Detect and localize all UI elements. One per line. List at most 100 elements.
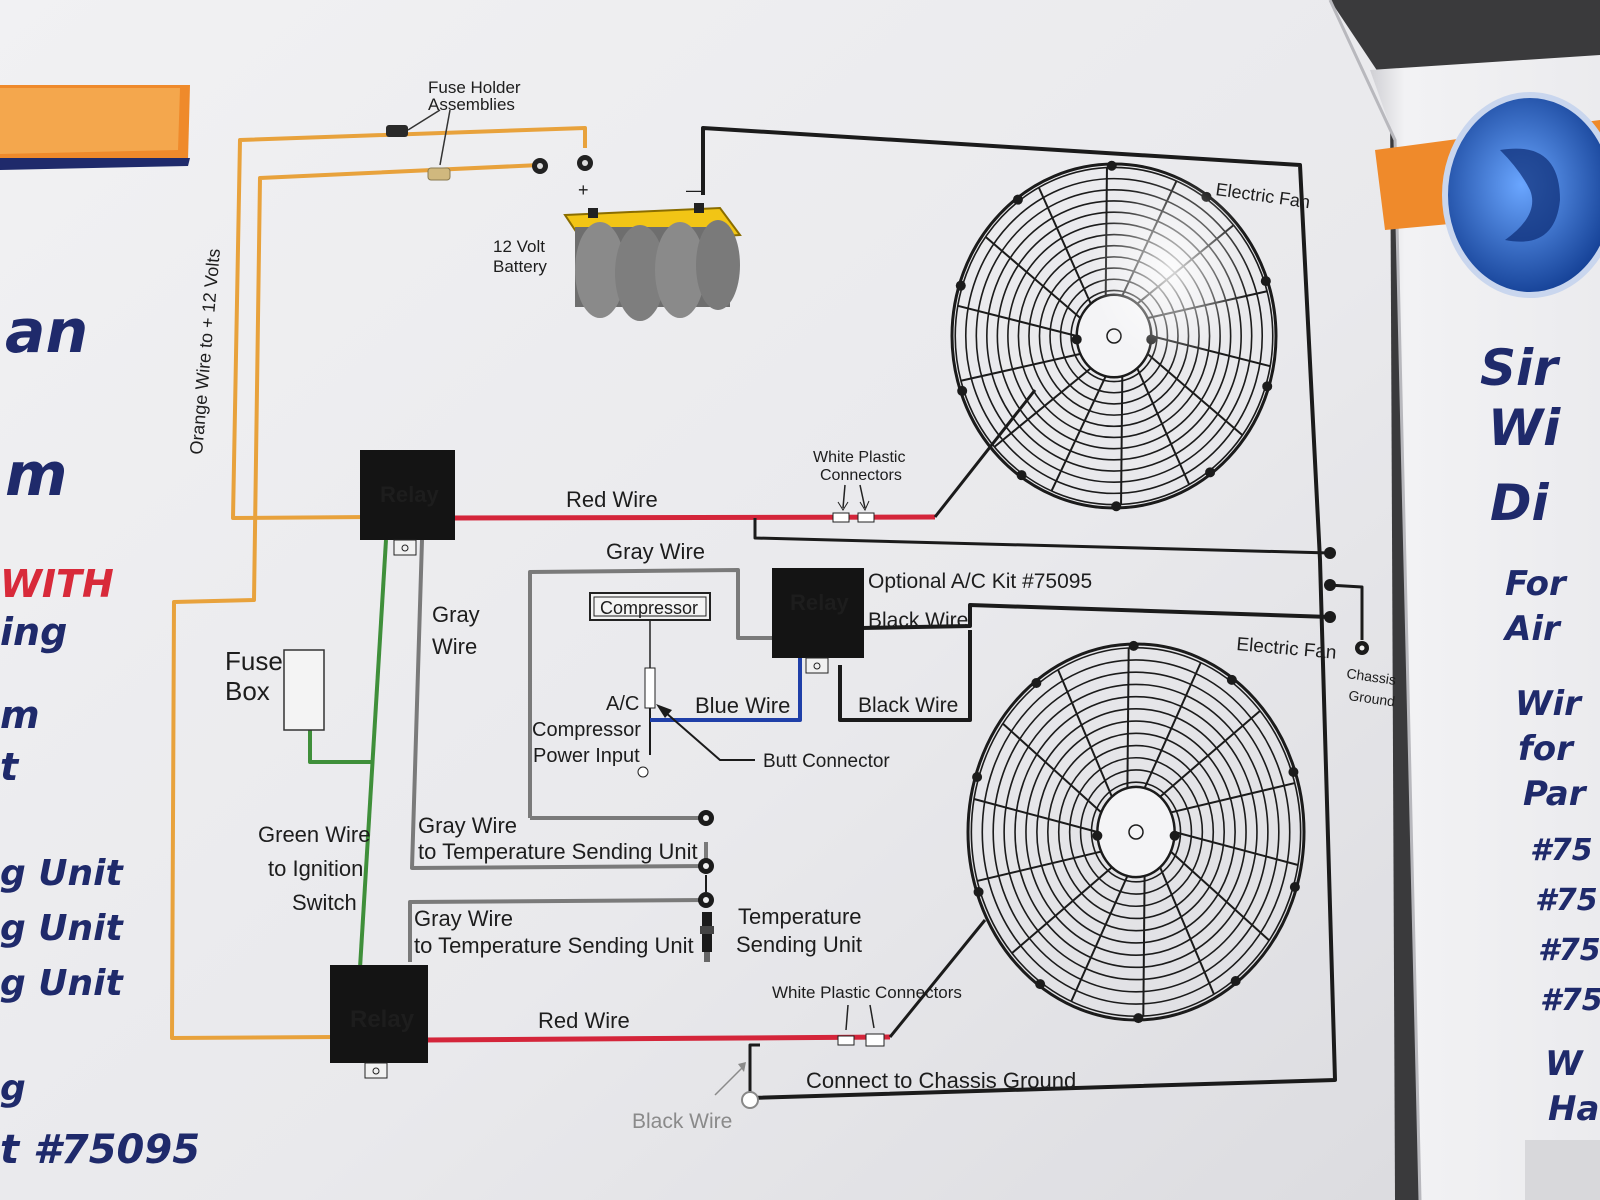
fan-spoke (1143, 662, 1202, 789)
right-fragment: Di (1490, 474, 1550, 532)
fuse-box-label: Fuse (225, 646, 283, 676)
fan-mount-point (1260, 276, 1271, 287)
wire-labels: Red Wire Red Wire Gray Wire Gray Wire Op… (258, 487, 1092, 1133)
gray-wire-label: Gray Wire (606, 539, 705, 564)
ac-input-label: Power Input (533, 745, 640, 767)
black-wire (1327, 583, 1364, 640)
fan-mount-point (1226, 674, 1237, 685)
fan-spoke (1037, 187, 1092, 305)
fan-mount-point (1289, 882, 1300, 893)
black-wire (888, 919, 987, 1038)
fan-mount-point (1133, 1013, 1144, 1024)
fan-spoke (1070, 875, 1129, 1002)
fan-mount-point (955, 280, 966, 291)
black-wire-label: Black Wire (868, 609, 968, 632)
fan-grill-ring (1079, 769, 1193, 895)
black-wire (701, 126, 1337, 1100)
red-wire-label: Red Wire (538, 1008, 630, 1033)
fan-grill-ring (981, 659, 1291, 1005)
fan-spoke (1011, 866, 1113, 954)
fan-grill-ring (1068, 756, 1204, 908)
white-plastic-label: Connectors (820, 467, 902, 484)
fan-mount-point (1035, 979, 1046, 990)
fan-grill-ring (1090, 781, 1182, 883)
fan-spoke (1159, 710, 1261, 798)
fan-mount-point (1111, 501, 1122, 512)
relay-middle: Relay (772, 568, 864, 674)
temp-unit-label: Temperature (738, 904, 862, 929)
gray-wire-label: Wire (432, 634, 477, 659)
fan-mount-point (1128, 640, 1139, 651)
battery: 12 Volt Battery (493, 203, 742, 321)
compressor-label: Compressor (600, 598, 698, 618)
right-page (1370, 55, 1600, 1200)
temp-unit-label: Sending Unit (736, 932, 862, 957)
fan-grill-ring (986, 200, 1242, 472)
left-fragment: t (0, 745, 20, 789)
fuse-holder-label: Fuse Holder (428, 78, 521, 97)
black-wire-label: Black Wire (858, 694, 958, 717)
red-wire-label: Red Wire (566, 487, 658, 512)
gray-wire-label: Gray (432, 602, 480, 627)
white-plastic-label: White Plastic (813, 449, 905, 466)
fan-spoke (1136, 367, 1191, 485)
battery-label: 12 Volt (493, 237, 545, 256)
fan-hub-bolt (1169, 830, 1180, 841)
left-fragment: g Unit (0, 963, 125, 1004)
left-fragment: m (0, 693, 40, 737)
fan-spoke (1002, 722, 1102, 814)
fan-mount-point (1016, 470, 1027, 481)
black-wire (753, 518, 1331, 555)
left-fragment: t #75095 (0, 1127, 200, 1173)
green-wire (358, 539, 388, 969)
fan-spoke (1120, 376, 1124, 505)
right-fragment: Air (1502, 609, 1562, 649)
ac-input-label: Compressor (532, 719, 641, 741)
fan-spoke (1159, 866, 1215, 995)
right-fragment: for (1518, 729, 1575, 769)
fan-mount-point (957, 385, 968, 396)
gray-temp-label: to Temperature Sending Unit (418, 839, 698, 864)
left-fragment: m (5, 440, 68, 510)
right-fragment: #75 (1538, 933, 1600, 968)
relay-label: Relay (380, 482, 439, 507)
fan-mount-point (1012, 194, 1023, 205)
gray-temp-label: to Temperature Sending Unit (414, 933, 694, 958)
chassis-ground: Chassis Ground (1346, 641, 1397, 709)
fan-mount-point (1288, 766, 1299, 777)
fan-hub (1096, 785, 1176, 879)
optional-ac-kit-label: Optional A/C Kit #75095 (868, 570, 1092, 593)
fan-spoke (1174, 831, 1299, 866)
fan-grill-ring (1003, 683, 1269, 981)
fan-spoke (993, 367, 1092, 448)
fan-spoke (1126, 647, 1130, 789)
black-wire (861, 603, 1331, 630)
gray-wire (528, 568, 775, 818)
fan-spoke (960, 352, 1081, 382)
right-fragment: Sir (1480, 339, 1561, 397)
gray-temp-label: Gray Wire (418, 813, 517, 838)
fuse-holder-assemblies: Fuse Holder Assemblies (386, 78, 521, 181)
green-wire-label: Green Wire (258, 822, 370, 847)
junctions (1324, 547, 1336, 623)
gray-wire (408, 898, 707, 962)
left-fragment: an (5, 297, 88, 367)
relay-label: Relay (350, 1006, 415, 1033)
fuse-box-label: Box (225, 676, 270, 706)
fan-mount-point (1205, 467, 1216, 478)
fan-grill-ring (1014, 695, 1258, 969)
fan-center (1128, 824, 1144, 840)
fan-mount-point (973, 887, 984, 898)
fan-grill-ring (1047, 732, 1226, 932)
battery-label: Battery (493, 257, 547, 276)
battery-terminals: + — (532, 155, 704, 200)
brand-logo (1442, 92, 1600, 298)
fan-mount-point (1106, 160, 1117, 171)
fan-spoke (977, 850, 1102, 882)
orange-wire (170, 163, 541, 1040)
fan-mount-point (972, 771, 983, 782)
fuse-holder-label: Assemblies (428, 95, 515, 114)
blue-wire (650, 658, 802, 722)
fan-grill-ring (964, 177, 1264, 495)
